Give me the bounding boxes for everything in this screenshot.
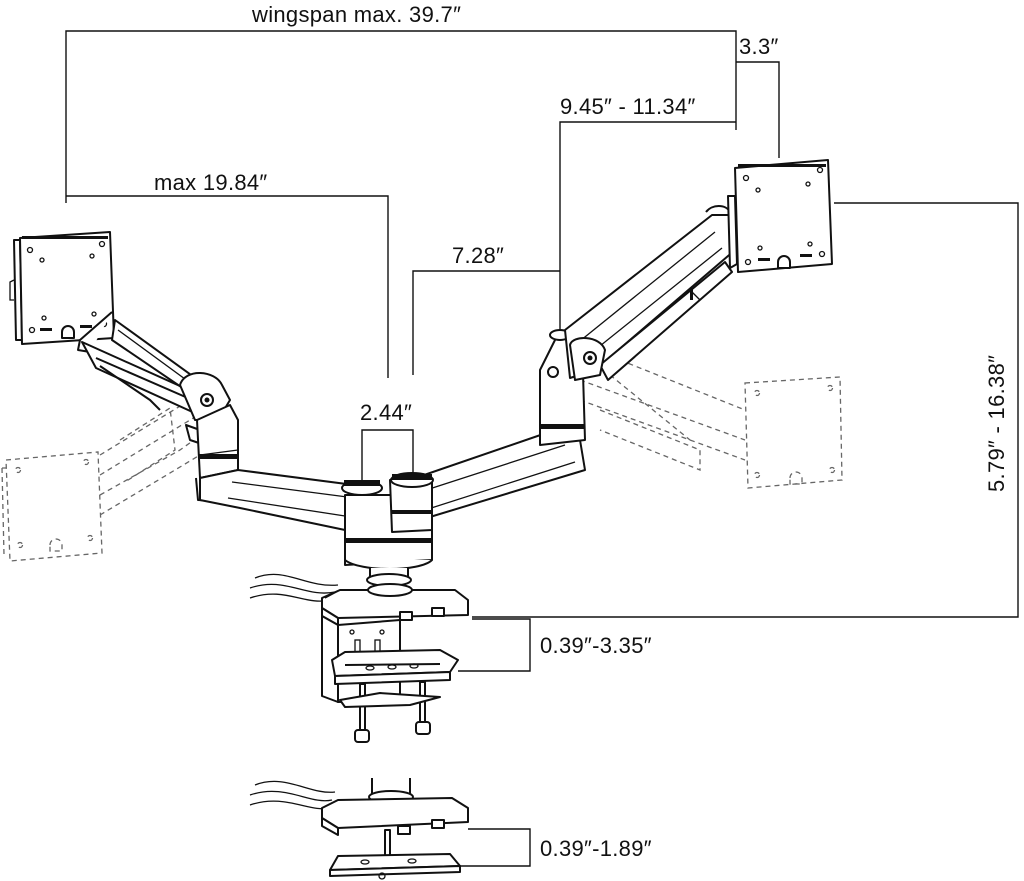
desk-clamp [321, 583, 469, 743]
left-monitor-alternate-position [1, 384, 216, 562]
right-monitor-arm [539, 205, 736, 446]
dimension-lines [65, 30, 1019, 867]
center-base-arms [199, 429, 586, 587]
arm-range-label: 9.45″ - 11.34″ [560, 94, 696, 119]
dimension-labels: wingspan max. 39.7″ 3.3″ 9.45″ - 11.34″ … [154, 2, 1009, 861]
right-vesa-plate [727, 159, 833, 273]
offset-top-label: 3.3″ [739, 34, 779, 59]
pole-spacing-label: 2.44″ [360, 400, 412, 425]
wingspan-label: wingspan max. 39.7″ [251, 2, 461, 27]
height-range-label: 5.79″ - 16.38″ [984, 355, 1009, 492]
arm-segment-label: 7.28″ [452, 243, 504, 268]
left-monitor-arm [77, 311, 241, 503]
max-reach-label: max 19.84″ [154, 170, 268, 195]
clamp-range-label: 0.39″-3.35″ [540, 633, 652, 658]
right-monitor-alternate-position [579, 359, 843, 489]
grommet-mount [321, 778, 469, 880]
grommet-range-label: 0.39″-1.89″ [540, 836, 652, 861]
